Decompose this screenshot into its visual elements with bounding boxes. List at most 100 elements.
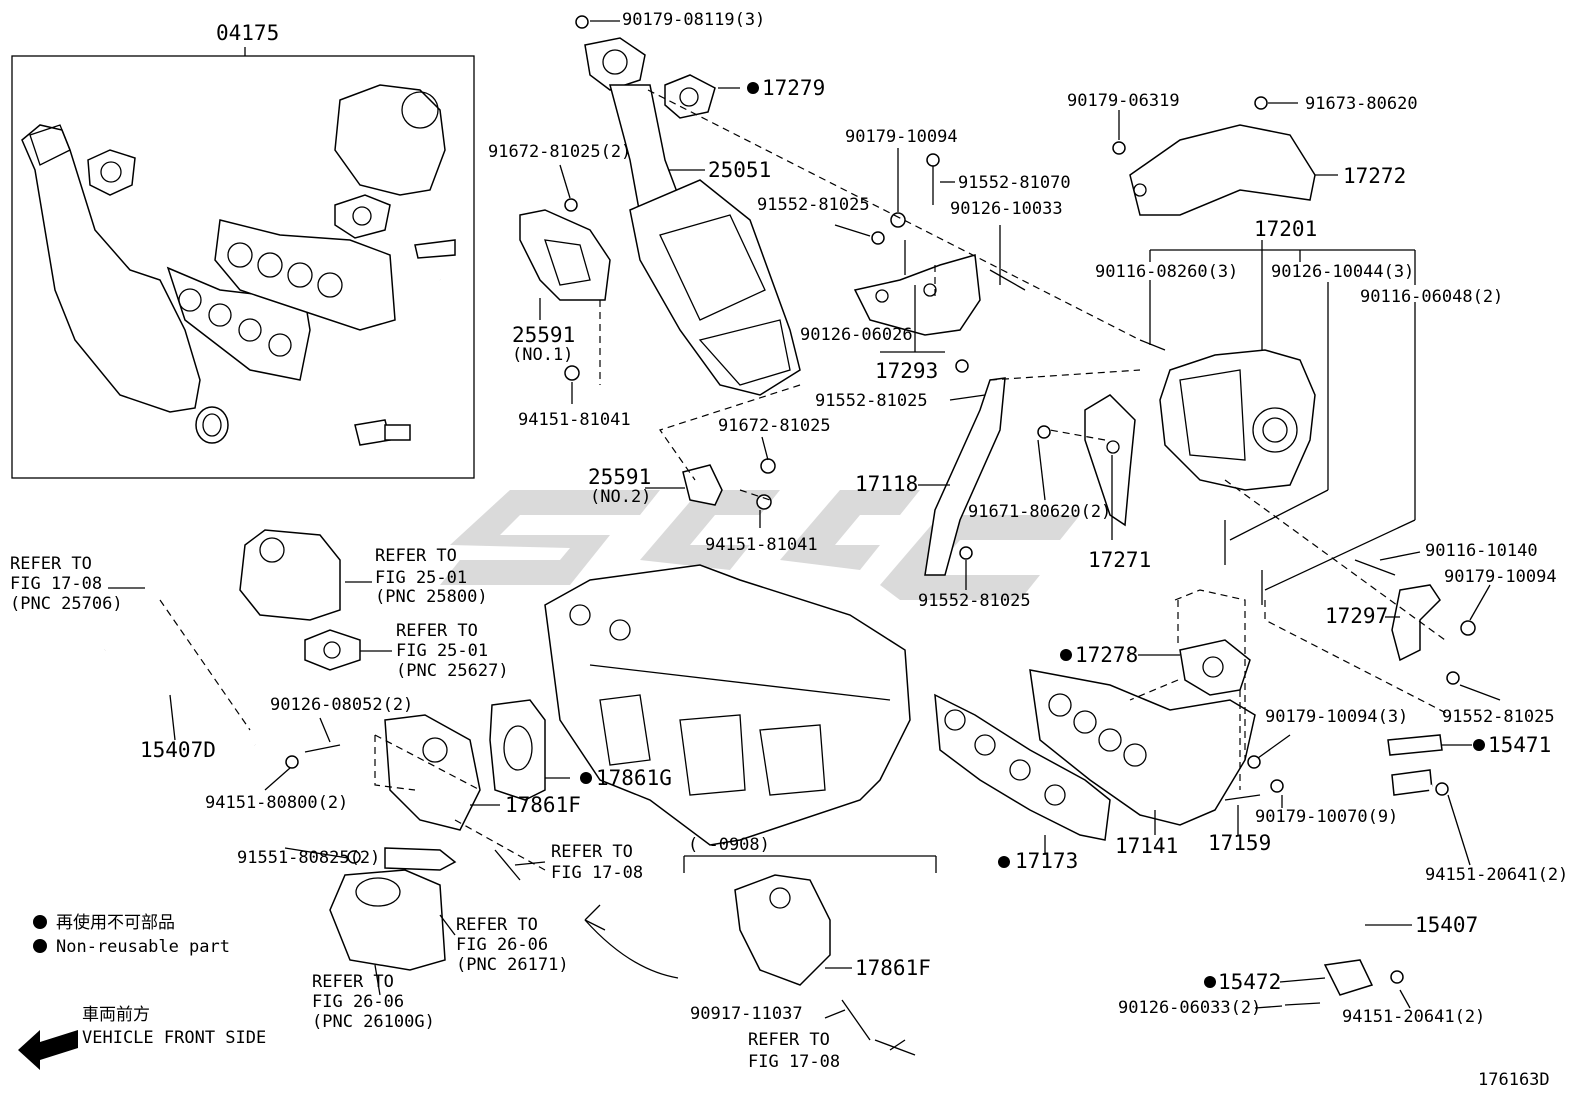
- nonreusable-dot: [1473, 739, 1485, 751]
- nut-icon: [1390, 970, 1404, 984]
- nut-icon: [1247, 755, 1261, 769]
- callout: 17159: [1208, 831, 1271, 855]
- callout: 90179-10094: [845, 127, 958, 147]
- gasket-17173: [934, 693, 1111, 841]
- refer-note: FIG 26-06: [312, 992, 404, 1012]
- refer-note: REFER TO: [456, 915, 538, 935]
- callout: 25591: [588, 465, 651, 489]
- callout: 90179-10070(9): [1255, 807, 1398, 827]
- nut-icon: [756, 494, 772, 510]
- kit-exhaust-pipe: [21, 124, 201, 413]
- nut-icon: [575, 15, 589, 29]
- callout: 90126-08052(2): [270, 695, 413, 715]
- insulator-17272: [1129, 124, 1316, 216]
- callout: 15472: [1218, 970, 1281, 994]
- bolt-icon: [760, 458, 776, 474]
- refer-note: (PNC 25800): [375, 587, 488, 607]
- callout: 17861G: [596, 766, 672, 790]
- callout: 17861F: [855, 956, 931, 980]
- refer-note: FIG 25-01: [396, 641, 488, 661]
- callout: 17118: [855, 472, 918, 496]
- bolt-icon: [1037, 425, 1051, 439]
- callout: 15407D: [140, 738, 216, 762]
- callout: 90917-11037: [690, 1004, 803, 1024]
- gasket-17279: [664, 74, 716, 119]
- watermark-logo: [440, 490, 1080, 600]
- refer-note: REFER TO: [396, 621, 478, 641]
- legend-dot-en: [33, 939, 47, 953]
- nonreusable-dot: [1060, 649, 1072, 661]
- refer-note: (PNC 26171): [456, 955, 569, 975]
- callout: 25591: [512, 323, 575, 347]
- legend-en: Non-reusable part: [56, 937, 230, 957]
- callout: 94151-81041: [518, 410, 631, 430]
- cylinder-head: [544, 564, 911, 846]
- kit-gasket-set: [87, 149, 396, 444]
- nut-icon: [1435, 782, 1449, 796]
- callout: 15471: [1488, 733, 1551, 757]
- nonreusable-dot: [747, 82, 759, 94]
- callout: 17141: [1115, 834, 1178, 858]
- callout: 17201: [1254, 217, 1317, 241]
- egr-cooler-17861F: [384, 714, 481, 831]
- kit-turbo-housing: [334, 84, 446, 239]
- callout: 90116-10140: [1425, 541, 1538, 561]
- gasket-17278: [1179, 639, 1251, 696]
- callout: 90179-10094: [1444, 567, 1557, 587]
- refer-note: FIG 25-01: [375, 568, 467, 588]
- catalytic-converter: [584, 37, 801, 396]
- callout: 17297: [1325, 604, 1388, 628]
- refer-note: FIG 17-08: [748, 1052, 840, 1072]
- callout: 17279: [762, 76, 825, 100]
- callout: 25051: [708, 158, 771, 182]
- refer-note: FIG 17-08: [10, 574, 102, 594]
- kit-oil-pipe: [354, 239, 456, 446]
- turbocharger-17201: [1159, 349, 1316, 491]
- callout: 91551-80825(2): [237, 848, 380, 868]
- nonreusable-dot: [998, 856, 1010, 868]
- kit-box: [11, 55, 475, 479]
- refer-note: (PNC 26100G): [312, 1012, 435, 1032]
- egr-cooler-old-inset: [683, 855, 937, 986]
- callout: 15407: [1415, 913, 1478, 937]
- callout: 17271: [1088, 548, 1151, 572]
- callout: 17861F: [505, 793, 581, 817]
- callout: 91552-81025: [757, 195, 870, 215]
- figure-number: 176163D: [1478, 1070, 1550, 1090]
- bolt-icon: [1446, 671, 1460, 685]
- insulator-17271: [1084, 394, 1136, 527]
- date-range: ( -0908): [688, 835, 770, 855]
- nut-icon: [1112, 141, 1126, 155]
- bolt-icon: [955, 359, 969, 373]
- nut-icon: [285, 755, 299, 769]
- bolt-icon: [959, 546, 973, 560]
- oil-pipe-15407: [1323, 734, 1443, 996]
- throttle-body-ref: [329, 869, 446, 971]
- bracket-17297: [1391, 584, 1441, 662]
- callout: 94151-20641(2): [1342, 1007, 1485, 1027]
- bracket-25591-no2: [682, 464, 723, 506]
- bracket-17293: [853, 254, 981, 336]
- nonreusable-dot: [1204, 976, 1216, 988]
- callout: 90179-10094(3): [1265, 707, 1408, 727]
- gasket-17861G: [489, 699, 546, 801]
- bolt-icon: [347, 850, 361, 864]
- refer-note: FIG 26-06: [456, 935, 548, 955]
- support-17118: [924, 377, 1006, 576]
- front-label-en: VEHICLE FRONT SIDE: [82, 1028, 266, 1048]
- callout: 90126-06033(2): [1118, 998, 1261, 1018]
- nut-icon: [1270, 779, 1284, 793]
- callout: 91673-80620: [1305, 94, 1418, 114]
- callout: 17293: [875, 359, 938, 383]
- front-arrow-icon: [18, 1030, 78, 1070]
- front-label-jp: 車両前方: [82, 1005, 150, 1025]
- callout: 90179-08119(3): [622, 10, 765, 30]
- exhaust-manifold-17141: [1029, 669, 1256, 826]
- nut-icon: [1460, 620, 1476, 636]
- egr-valve-ref: [239, 529, 341, 621]
- gasket-ref: [304, 629, 361, 671]
- bolt-icon: [1254, 96, 1268, 110]
- nut-icon: [564, 365, 580, 381]
